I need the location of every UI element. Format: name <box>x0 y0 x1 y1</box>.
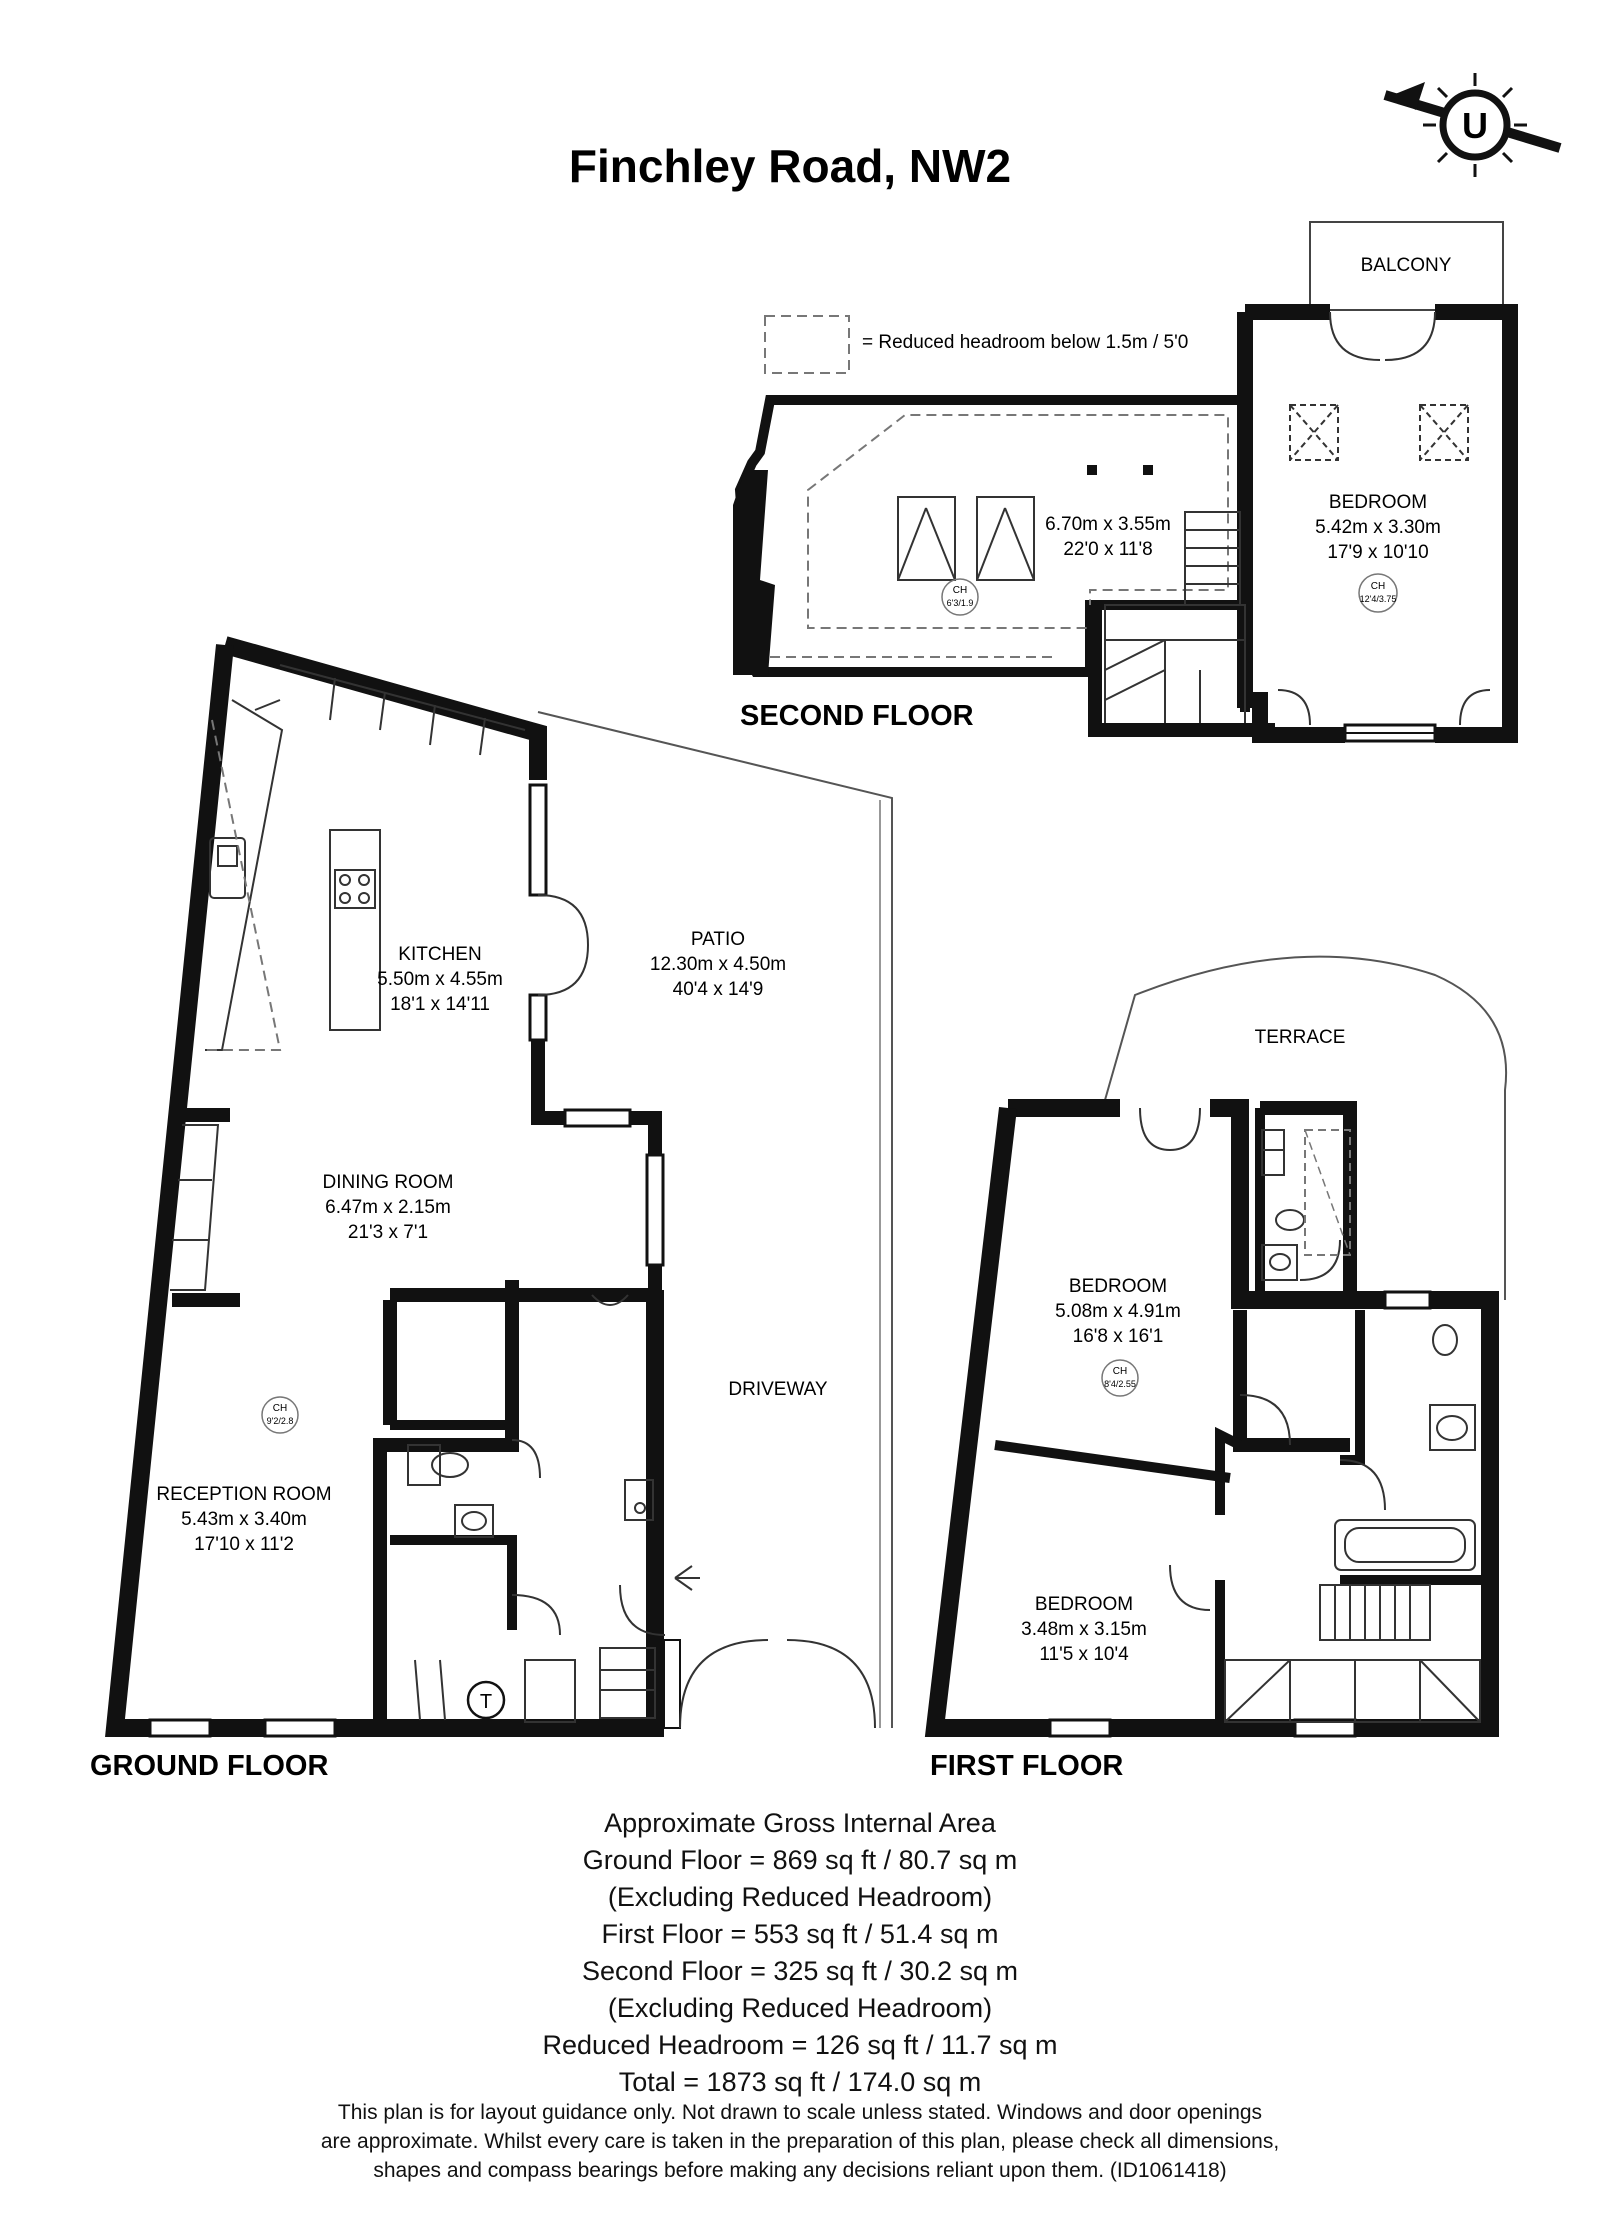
dining-metric: 6.47m x 2.15m <box>325 1197 451 1218</box>
second-floor-plan: BALCONY <box>733 221 1518 743</box>
kitchen-name: KITCHEN <box>398 944 481 965</box>
first-bedroom-main-name: BEDROOM <box>1069 1276 1167 1297</box>
reception-ch-label: CH <box>273 1403 287 1414</box>
disclaimer-line: shapes and compass bearings before makin… <box>373 2159 1227 2182</box>
entrance-arrow-icon <box>674 1565 700 1591</box>
loft-ch-label: CH <box>953 585 967 596</box>
patio-imperial: 40'4 x 14'9 <box>673 979 764 1000</box>
area-ground-note: (Excluding Reduced Headroom) <box>607 1882 993 1912</box>
reception-name: RECEPTION ROOM <box>156 1484 331 1505</box>
disclaimer: This plan is for layout guidance only. N… <box>150 2098 1450 2185</box>
compass-letter: U <box>1462 105 1488 146</box>
area-ground-floor: Ground Floor = 869 sq ft / 80.7 sq m <box>582 1845 1018 1875</box>
second-bedroom-ch-value: 12'4/3.75 <box>1360 594 1397 604</box>
area-heading: Approximate Gross Internal Area <box>604 1808 996 1838</box>
kitchen-imperial: 18'1 x 14'11 <box>390 994 490 1015</box>
first-bedroom-small-imperial: 11'5 x 10'4 <box>1039 1644 1129 1665</box>
patio-name: PATIO <box>691 929 745 950</box>
first-bedroom-main-ch-label: CH <box>1113 1366 1127 1377</box>
area-summary: Approximate Gross Internal Area Ground F… <box>0 1805 1600 2101</box>
disclaimer-line: This plan is for layout guidance only. N… <box>337 2101 1263 2124</box>
dining-imperial: 21'3 x 7'1 <box>348 1222 428 1243</box>
loft-dimensions-imperial: 22'0 x 11'8 <box>1063 539 1152 560</box>
first-bedroom-main-ch-value: 8'4/2.55 <box>1104 1379 1136 1389</box>
driveway-label: DRIVEWAY <box>728 1379 828 1400</box>
area-second-note: (Excluding Reduced Headroom) <box>607 1993 993 2023</box>
second-bedroom-metric: 5.42m x 3.30m <box>1315 517 1441 538</box>
first-bedroom-main-metric: 5.08m x 4.91m <box>1055 1301 1181 1322</box>
first-bedroom-small-metric: 3.48m x 3.15m <box>1021 1619 1147 1640</box>
area-total: Total = 1873 sq ft / 174.0 sq m <box>618 2067 982 2097</box>
plan-title: Finchley Road, NW2 <box>569 140 1011 192</box>
disclaimer-line: are approximate. Whilst every care is ta… <box>320 2130 1280 2153</box>
second-bedroom-imperial: 17'9 x 10'10 <box>1327 542 1428 563</box>
dining-name: DINING ROOM <box>323 1172 454 1193</box>
patio-metric: 12.30m x 4.50m <box>650 954 786 975</box>
ground-floor-heading: GROUND FLOOR <box>90 1750 328 1782</box>
reception-imperial: 17'10 x 11'2 <box>194 1534 294 1555</box>
first-floor-heading: FIRST FLOOR <box>930 1750 1123 1782</box>
legend-text: = Reduced headroom below 1.5m / 5'0 <box>862 332 1188 353</box>
ground-floor-plan: T KITCHEN 5.50m x 4.55m 18'1 x 14'11 PAT… <box>90 636 893 1782</box>
loft-ch-value: 6'3/1.9 <box>947 598 974 608</box>
second-bedroom-name: BEDROOM <box>1329 492 1427 513</box>
reception-metric: 5.43m x 3.40m <box>181 1509 307 1530</box>
first-floor-plan: TERRACE <box>924 955 1508 1782</box>
second-bedroom-ch-label: CH <box>1371 581 1385 592</box>
balcony-label: BALCONY <box>1361 255 1452 276</box>
kitchen-metric: 5.50m x 4.55m <box>377 969 503 990</box>
tank-label: T <box>480 1691 492 1713</box>
area-first-floor: First Floor = 553 sq ft / 51.4 sq m <box>601 1919 999 1949</box>
compass-icon: U <box>1383 73 1562 177</box>
reduced-headroom-legend: = Reduced headroom below 1.5m / 5'0 <box>764 315 1188 374</box>
terrace-label: TERRACE <box>1255 1027 1346 1048</box>
first-bedroom-main-imperial: 16'8 x 16'1 <box>1073 1326 1164 1347</box>
first-bedroom-small-name: BEDROOM <box>1035 1594 1133 1615</box>
second-floor-heading: SECOND FLOOR <box>740 700 974 732</box>
reception-ch-value: 9'2/2.8 <box>267 1416 294 1426</box>
area-reduced-headroom: Reduced Headroom = 126 sq ft / 11.7 sq m <box>542 2030 1058 2060</box>
loft-dimensions-metric: 6.70m x 3.55m <box>1045 514 1171 535</box>
area-second-floor: Second Floor = 325 sq ft / 30.2 sq m <box>582 1956 1018 1986</box>
